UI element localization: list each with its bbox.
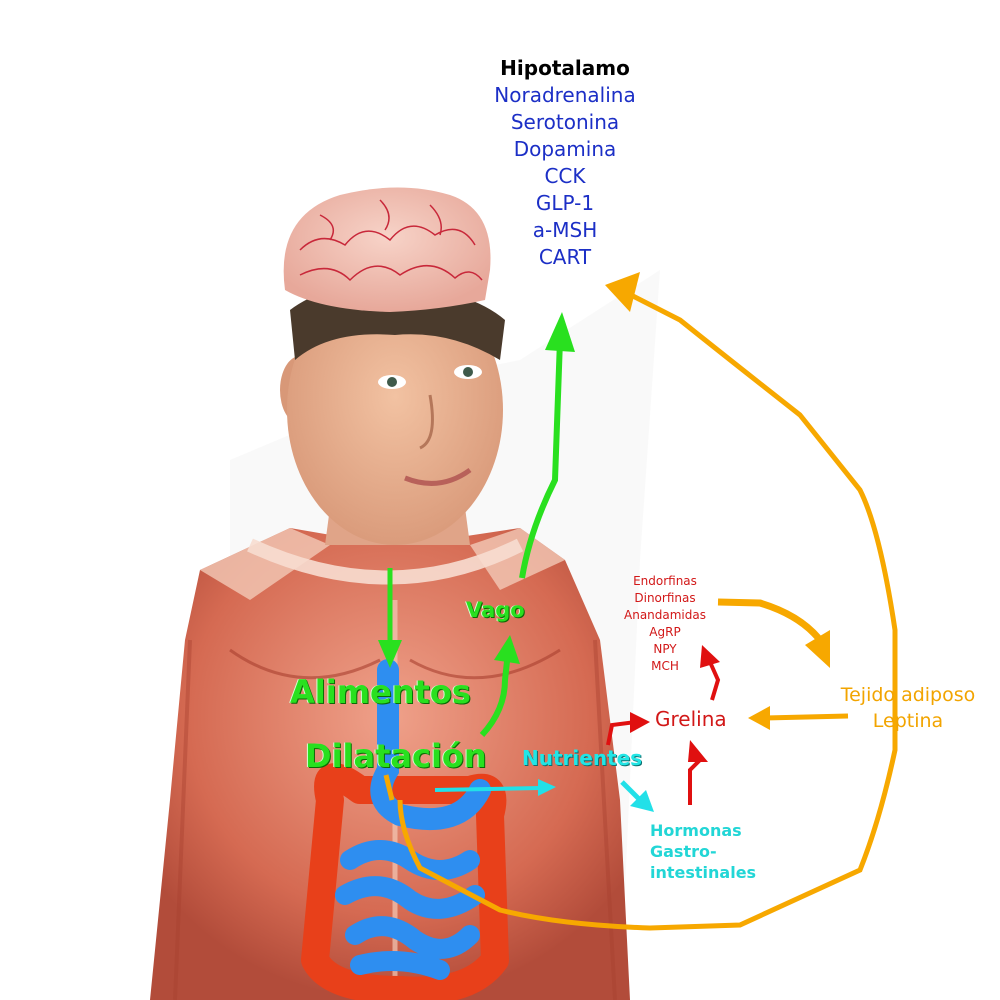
- neurotransmitter-label: CCK: [544, 164, 586, 188]
- hypothalamus-block: Hipotalamo Noradrenalina Serotonina Dopa…: [415, 55, 715, 271]
- arrow-vago-hipotalamo: [519, 339, 563, 579]
- arrow-adipose-grelina: [764, 713, 849, 721]
- neurotransmitter-label: GLP-1: [535, 191, 595, 215]
- neurotransmitter-label: Dopamina: [513, 137, 617, 161]
- gastro-hormones-label: Hormonas Gastro- intestinales: [650, 820, 756, 883]
- arrow-to-grelina: [606, 720, 637, 746]
- orexigenic-item: Anandamidas: [624, 608, 706, 622]
- arrow-orexigenic-adipose: [717, 598, 823, 643]
- vago-label: Vago: [466, 598, 525, 622]
- grelina-label: Grelina: [655, 707, 727, 731]
- adipose-line: Tejido adiposo: [840, 684, 976, 706]
- arrow-hormonas: [620, 780, 642, 802]
- gastro-hormones-line: intestinales: [650, 863, 757, 882]
- arrow-leptina-hipotalamo: [397, 289, 898, 931]
- adipose-line: Leptina: [872, 710, 944, 732]
- neurotransmitter-label: a-MSH: [532, 218, 598, 242]
- orexigenic-item: AgRP: [649, 625, 681, 639]
- arrow-nutrientes: [434, 786, 541, 792]
- arrow-dilatacion-vago: [479, 651, 511, 738]
- gastro-hormones-line: Hormonas: [650, 821, 742, 840]
- neurotransmitter-label: Noradrenalina: [494, 83, 636, 107]
- gastro-hormones-line: Gastro-: [650, 842, 717, 861]
- dilatacion-label: Dilatación: [305, 737, 487, 775]
- orexigenic-item: MCH: [651, 659, 679, 673]
- orexigenic-item: Dinorfinas: [634, 591, 696, 605]
- orexigenic-item: Endorfinas: [633, 574, 697, 588]
- orexigenic-list: Endorfinas Dinorfinas Anandamidas AgRP N…: [605, 573, 725, 675]
- arrows: [378, 272, 898, 931]
- arrow-grelina-orexigenic: [708, 661, 721, 701]
- arrow-hormonas-grelina: [688, 758, 702, 805]
- alimentos-label: Alimentos: [290, 673, 471, 711]
- adipose-label: Tejido adiposo Leptina: [818, 682, 998, 734]
- brain: [283, 187, 491, 312]
- neurotransmitter-label: CART: [538, 245, 592, 269]
- nutrientes-label: Nutrientes: [522, 746, 643, 770]
- neurotransmitter-label: Serotonina: [510, 110, 620, 134]
- hypothalamus-title: Hipotalamo: [500, 56, 630, 80]
- orexigenic-item: NPY: [653, 642, 677, 656]
